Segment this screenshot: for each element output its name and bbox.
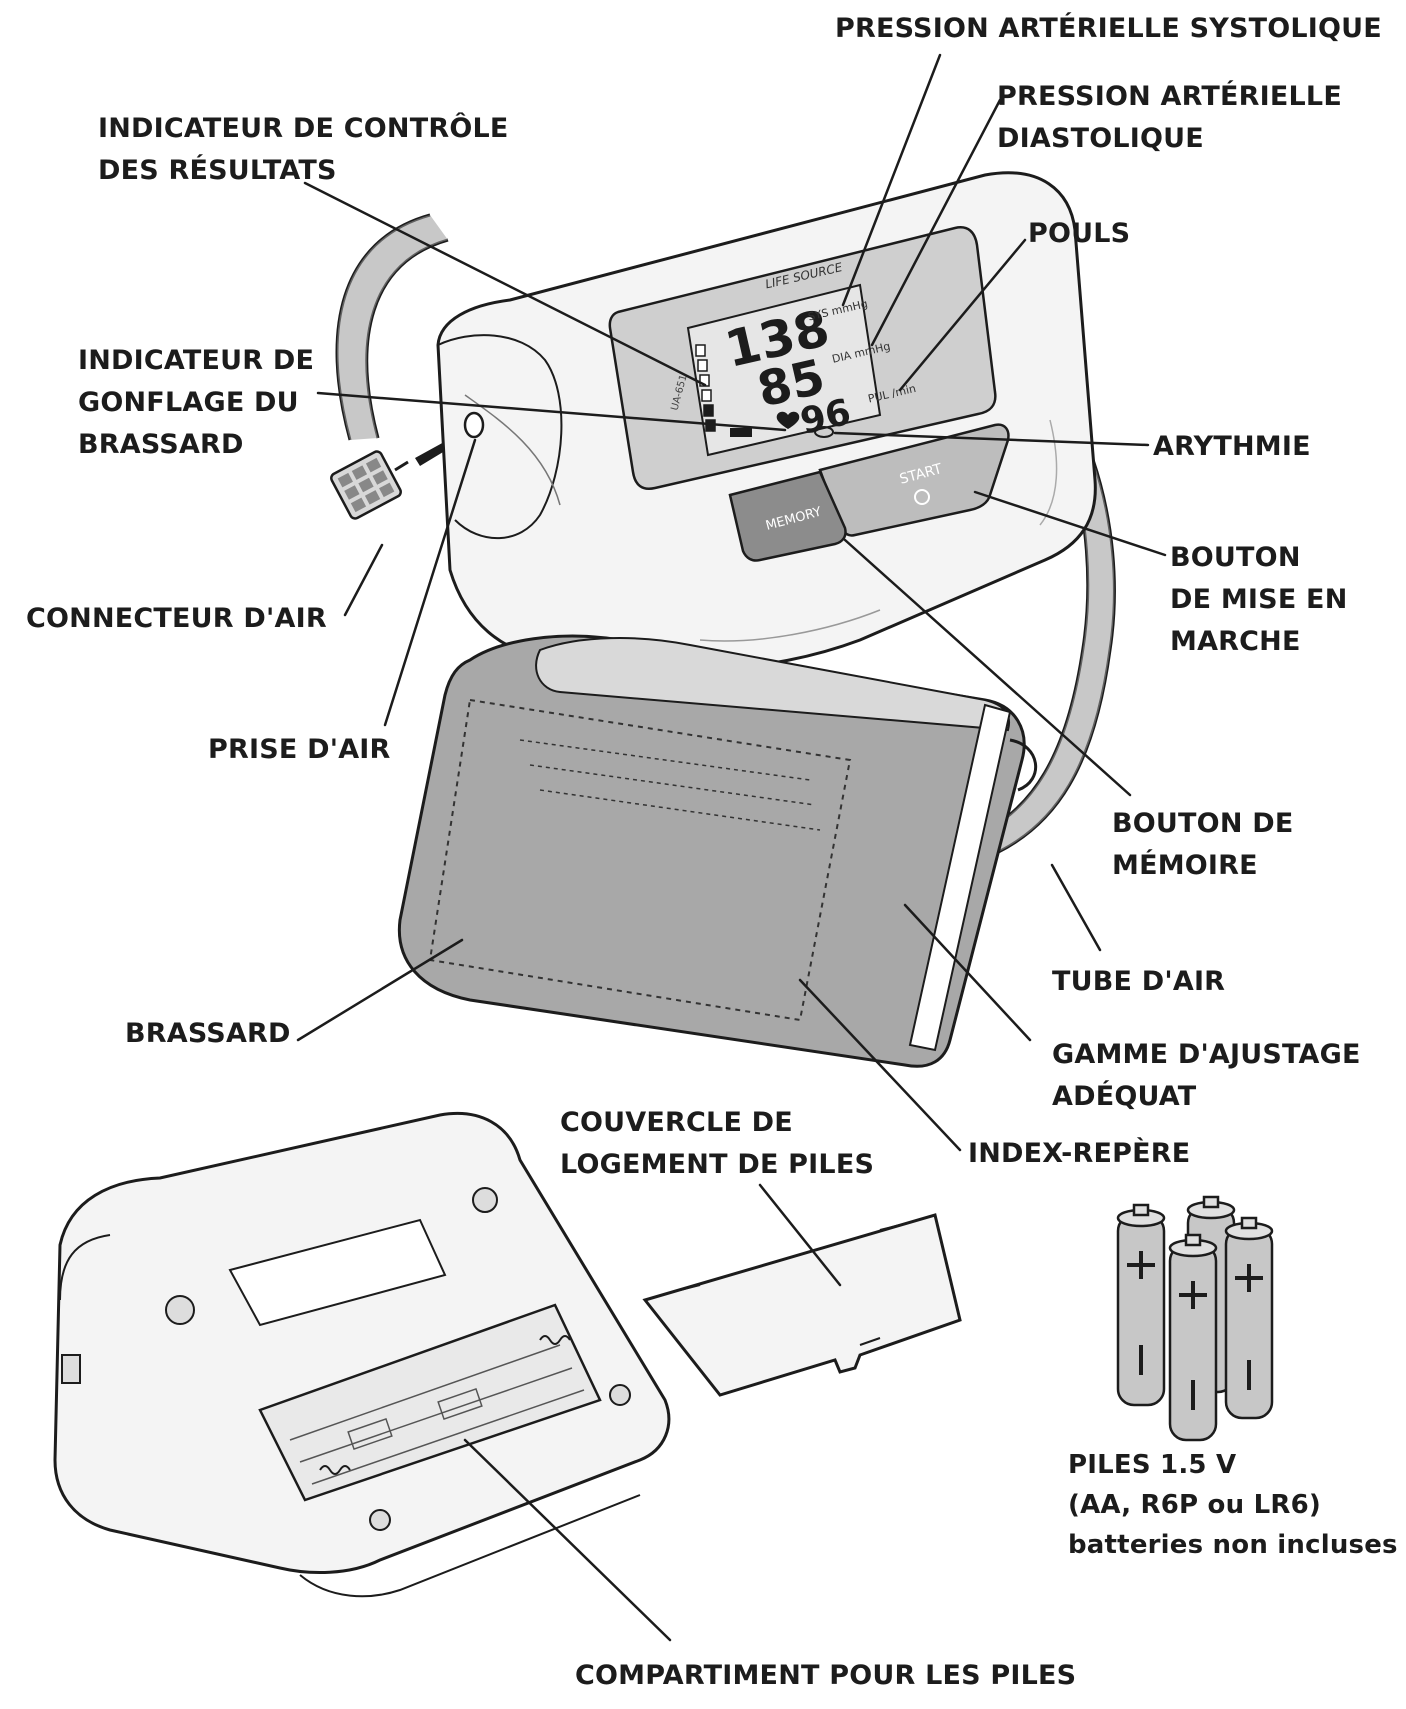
label-memory-button-line-1: BOUTON DE xyxy=(1112,808,1294,839)
leader-result-indicator xyxy=(303,181,707,387)
label-battery-cover: COUVERCLE DE LOGEMENT DE PILES xyxy=(560,1102,874,1186)
label-inflation-indicator: INDICATEUR DE GONFLAGE DU BRASSARD xyxy=(78,340,314,466)
label-pulse-line-1: POULS xyxy=(1028,218,1131,249)
label-battery-compartment: COMPARTIMENT POUR LES PILES xyxy=(575,1655,1076,1697)
label-index-mark-line-1: INDEX-REPÈRE xyxy=(968,1138,1191,1169)
label-pulse: POULS xyxy=(1028,213,1130,255)
label-inflation-indicator-line-2: GONFLAGE DU xyxy=(78,387,299,418)
memory-button[interactable] xyxy=(728,470,847,562)
label-index-mark: INDEX-REPÈRE xyxy=(968,1133,1190,1175)
battery-1 xyxy=(1116,1203,1166,1407)
label-memory-button-line-2: MÉMOIRE xyxy=(1112,850,1258,881)
label-cuff: BRASSARD xyxy=(125,1013,291,1055)
label-fit-range: GAMME D'AJUSTAGE ADÉQUAT xyxy=(1052,1034,1361,1118)
label-air-connector: CONNECTEUR D'AIR xyxy=(26,598,327,640)
leader-pulse xyxy=(898,238,1027,392)
leader-index-mark xyxy=(798,978,962,1152)
label-battery-compartment-line-1: COMPARTIMENT POUR LES PILES xyxy=(575,1660,1077,1691)
leader-inflation-indicator xyxy=(316,391,787,432)
leader-cuff xyxy=(296,938,464,1042)
label-inflation-indicator-line-3: BRASSARD xyxy=(78,429,244,460)
aa-batteries xyxy=(1116,1195,1274,1442)
monitor-bottom-view xyxy=(53,1112,671,1598)
label-memory-button: BOUTON DE MÉMOIRE xyxy=(1112,803,1293,887)
label-inflation-indicator-line-1: INDICATEUR DE xyxy=(78,345,315,376)
control-buttons: START MEMORY xyxy=(728,423,1010,562)
label-air-jack-line-1: PRISE D'AIR xyxy=(208,734,391,765)
label-power-button-line-2: DE MISE EN xyxy=(1170,584,1348,615)
label-diastolic: PRESSION ARTÉRIELLE DIASTOLIQUE xyxy=(997,76,1342,160)
leader-air-jack xyxy=(383,438,477,727)
leader-power-button xyxy=(973,490,1167,557)
leader-memory-button xyxy=(843,538,1132,797)
label-batteries-note-line-3: batteries non incluses xyxy=(1068,1530,1398,1560)
label-diastolic-line-2: DIASTOLIQUE xyxy=(997,123,1204,154)
label-power-button-line-3: MARCHE xyxy=(1170,626,1301,657)
label-result-indicator-line-2: DES RÉSULTATS xyxy=(98,155,337,186)
label-battery-cover-line-2: LOGEMENT DE PILES xyxy=(560,1149,875,1180)
label-batteries-note-line-1: PILES 1.5 V xyxy=(1068,1450,1237,1480)
leader-lines xyxy=(296,53,1167,1642)
label-air-tube-line-1: TUBE D'AIR xyxy=(1052,966,1226,997)
battery-3 xyxy=(1224,1216,1274,1420)
label-result-indicator-line-1: INDICATEUR DE CONTRÔLE xyxy=(98,113,509,144)
label-power-button: BOUTON DE MISE EN MARCHE xyxy=(1170,537,1348,663)
power-icon xyxy=(914,489,930,505)
leader-systolic xyxy=(841,53,942,307)
air-tube-fill xyxy=(336,215,448,440)
label-cuff-line-1: BRASSARD xyxy=(125,1018,291,1049)
air-jack-hole xyxy=(463,411,485,439)
leader-battery-compartment xyxy=(463,1438,672,1642)
leader-air-connector xyxy=(343,543,384,617)
label-air-tube: TUBE D'AIR xyxy=(1052,961,1225,1003)
label-systolic: PRESSION ARTÉRIELLE SYSTOLIQUE xyxy=(835,8,1382,50)
label-fit-range-line-1: GAMME D'AJUSTAGE xyxy=(1052,1039,1361,1070)
label-batteries-note-line-2: (AA, R6P ou LR6) xyxy=(1068,1490,1321,1520)
label-air-connector-line-1: CONNECTEUR D'AIR xyxy=(26,603,327,634)
label-fit-range-line-2: ADÉQUAT xyxy=(1052,1081,1197,1112)
label-batteries-note: PILES 1.5 V (AA, R6P ou LR6) batteries n… xyxy=(1068,1445,1398,1565)
label-air-jack: PRISE D'AIR xyxy=(208,729,391,771)
leader-air-tube xyxy=(1050,863,1102,952)
leader-fit-range xyxy=(903,903,1032,1042)
battery-cover xyxy=(642,1213,962,1397)
label-diastolic-line-1: PRESSION ARTÉRIELLE xyxy=(997,81,1342,112)
leader-arrhythmia xyxy=(833,431,1150,447)
arrhythmia-symbol-icon xyxy=(814,426,834,438)
battery-indicator-icon xyxy=(730,428,752,437)
label-arrhythmia-line-1: ARYTHMIE xyxy=(1153,431,1311,462)
air-connector xyxy=(330,450,409,520)
battery-4 xyxy=(1168,1233,1218,1442)
leader-battery-cover xyxy=(758,1183,842,1287)
battery-compartment-well xyxy=(258,1303,602,1502)
label-battery-cover-line-1: COUVERCLE DE xyxy=(560,1107,793,1138)
label-result-indicator: INDICATEUR DE CONTRÔLE DES RÉSULTATS xyxy=(98,108,509,192)
label-arrhythmia: ARYTHMIE xyxy=(1153,426,1311,468)
label-power-button-line-1: BOUTON xyxy=(1170,542,1301,573)
cuff xyxy=(397,634,1037,1068)
leader-diastolic xyxy=(870,98,1002,347)
heart-icon xyxy=(776,411,800,429)
label-systolic-line-1: PRESSION ARTÉRIELLE SYSTOLIQUE xyxy=(835,13,1382,44)
